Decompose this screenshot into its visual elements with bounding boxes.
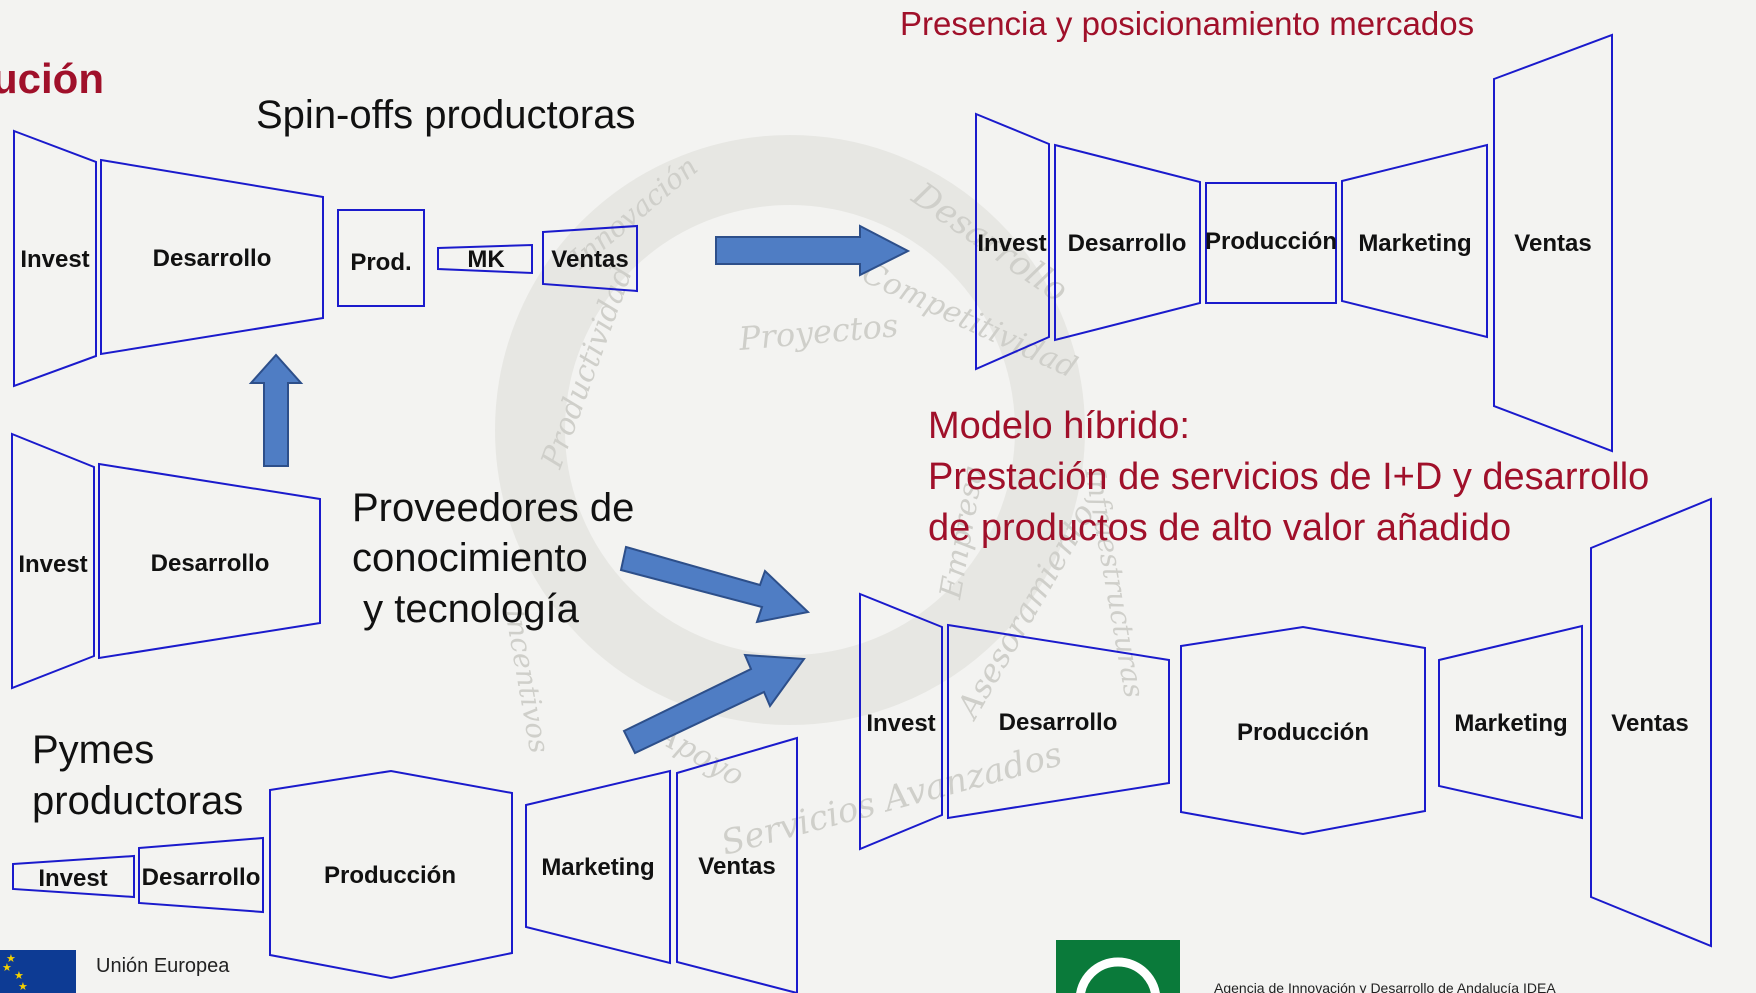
- eu-star-icon: ★: [6, 953, 16, 965]
- stage-label: Desarrollo: [151, 550, 270, 577]
- diagonal-arrow: [619, 545, 811, 624]
- pymes-pipeline: [12, 736, 798, 993]
- eu-label: Unión Europea: [96, 955, 230, 977]
- background-watermark: Innovación Desarrollo Competitividad Pro…: [495, 135, 1151, 864]
- providers-label-line: conocimiento: [352, 536, 588, 580]
- stage-ventas: [542, 224, 638, 293]
- markets-title: Presencia y posicionamiento mercados: [900, 5, 1474, 42]
- stage-label: Ventas: [551, 246, 628, 273]
- hybrid-title-line: Prestación de servicios de I+D y desarro…: [928, 456, 1649, 498]
- agency-label: Agencia de Innovación y Desarrollo de An…: [1214, 980, 1556, 993]
- stage-desarrollo: [98, 462, 321, 660]
- hybrid-labels: Invest Desarrollo Producción Marketing V…: [866, 709, 1688, 746]
- stage-label: MK: [467, 246, 505, 273]
- stage-label: Invest: [38, 865, 107, 892]
- stage-label: Invest: [18, 551, 87, 578]
- watermark-ring: [495, 135, 1085, 725]
- pymes-label: Pymes productoras: [32, 728, 243, 823]
- right-arrow: [715, 224, 911, 277]
- eu-flag-icon: [0, 950, 76, 993]
- providers-label-line: Proveedores de: [352, 486, 634, 530]
- hybrid-title: Modelo híbrido: Prestación de servicios …: [928, 405, 1649, 549]
- stage-label: Producción: [1237, 719, 1369, 746]
- stage-label: Marketing: [1358, 230, 1471, 257]
- stage-label: Marketing: [541, 854, 654, 881]
- stage-label: Ventas: [1611, 710, 1688, 737]
- stage-marketing: [525, 769, 671, 965]
- stage-label: Desarrollo: [142, 864, 261, 891]
- stage-label: Desarrollo: [1068, 230, 1187, 257]
- stage-desarrollo: [947, 623, 1170, 820]
- pymes-labels: Invest Desarrollo Producción Marketing V…: [38, 853, 775, 892]
- providers-label-line: y tecnología: [352, 587, 580, 631]
- stage-label: Invest: [20, 246, 89, 273]
- stage-produccion: [1205, 182, 1337, 304]
- providers-labels: Invest Desarrollo: [18, 550, 269, 578]
- spinoffs-pipeline: [13, 129, 638, 388]
- providers-pipeline: [11, 432, 321, 690]
- stage-desarrollo: [100, 158, 324, 356]
- eu-star-icon: ★: [2, 962, 12, 974]
- watermark-word: Proyectos: [736, 306, 899, 358]
- spinoffs-labels: Invest Desarrollo Prod. MK Ventas: [20, 245, 628, 276]
- stage-invest: [975, 112, 1050, 371]
- eu-logo: ★ ★ ★ ★: [0, 950, 76, 993]
- stage-produccion: [269, 769, 513, 980]
- stage-marketing: [1341, 143, 1488, 339]
- pymes-label-line: Pymes: [32, 728, 154, 772]
- stage-label: Ventas: [1514, 230, 1591, 257]
- hybrid-title-line: Modelo híbrido:: [928, 405, 1190, 447]
- flow-arrows: [248, 224, 911, 755]
- stage-mk: [437, 243, 533, 275]
- stage-ventas: [676, 736, 798, 993]
- section-title-fragment: ución: [0, 55, 104, 102]
- stage-label: Ventas: [698, 853, 775, 880]
- stage-label: Invest: [977, 230, 1046, 257]
- eu-star-icon: ★: [18, 981, 28, 993]
- stage-invest: [11, 432, 95, 690]
- market-labels: Invest Desarrollo Producción Marketing V…: [977, 228, 1591, 257]
- stage-invest: [859, 592, 943, 851]
- stage-invest: [12, 854, 135, 899]
- agency-logo: [1056, 940, 1180, 993]
- eu-star-icon: ★: [14, 970, 24, 982]
- diagonal-arrow: [622, 653, 806, 755]
- up-arrow: [248, 353, 304, 467]
- stage-label: Producción: [1205, 228, 1337, 255]
- providers-label: Proveedores de conocimiento y tecnología: [352, 486, 634, 631]
- stage-label: Producción: [324, 862, 456, 889]
- stage-label: Marketing: [1454, 710, 1567, 737]
- stage-desarrollo: [138, 836, 264, 914]
- stage-ventas: [1493, 33, 1613, 453]
- stage-prod: [337, 209, 425, 307]
- hybrid-pipeline: [859, 497, 1712, 948]
- stage-invest: [13, 129, 97, 388]
- stage-label: Invest: [866, 710, 935, 737]
- stage-label: Prod.: [350, 249, 411, 276]
- stage-produccion: [1180, 625, 1426, 836]
- stage-label: Desarrollo: [999, 709, 1118, 736]
- stage-ventas: [1590, 497, 1712, 948]
- stage-desarrollo: [1054, 143, 1201, 342]
- market-pipeline: [975, 33, 1613, 453]
- pymes-label-line: productoras: [32, 779, 243, 823]
- agency-logo-arc: [1076, 957, 1160, 993]
- spinoffs-label: Spin-offs productoras: [256, 93, 635, 137]
- hybrid-title-line: de productos de alto valor añadido: [928, 507, 1511, 549]
- stage-label: Desarrollo: [153, 245, 272, 272]
- stage-marketing: [1438, 624, 1583, 820]
